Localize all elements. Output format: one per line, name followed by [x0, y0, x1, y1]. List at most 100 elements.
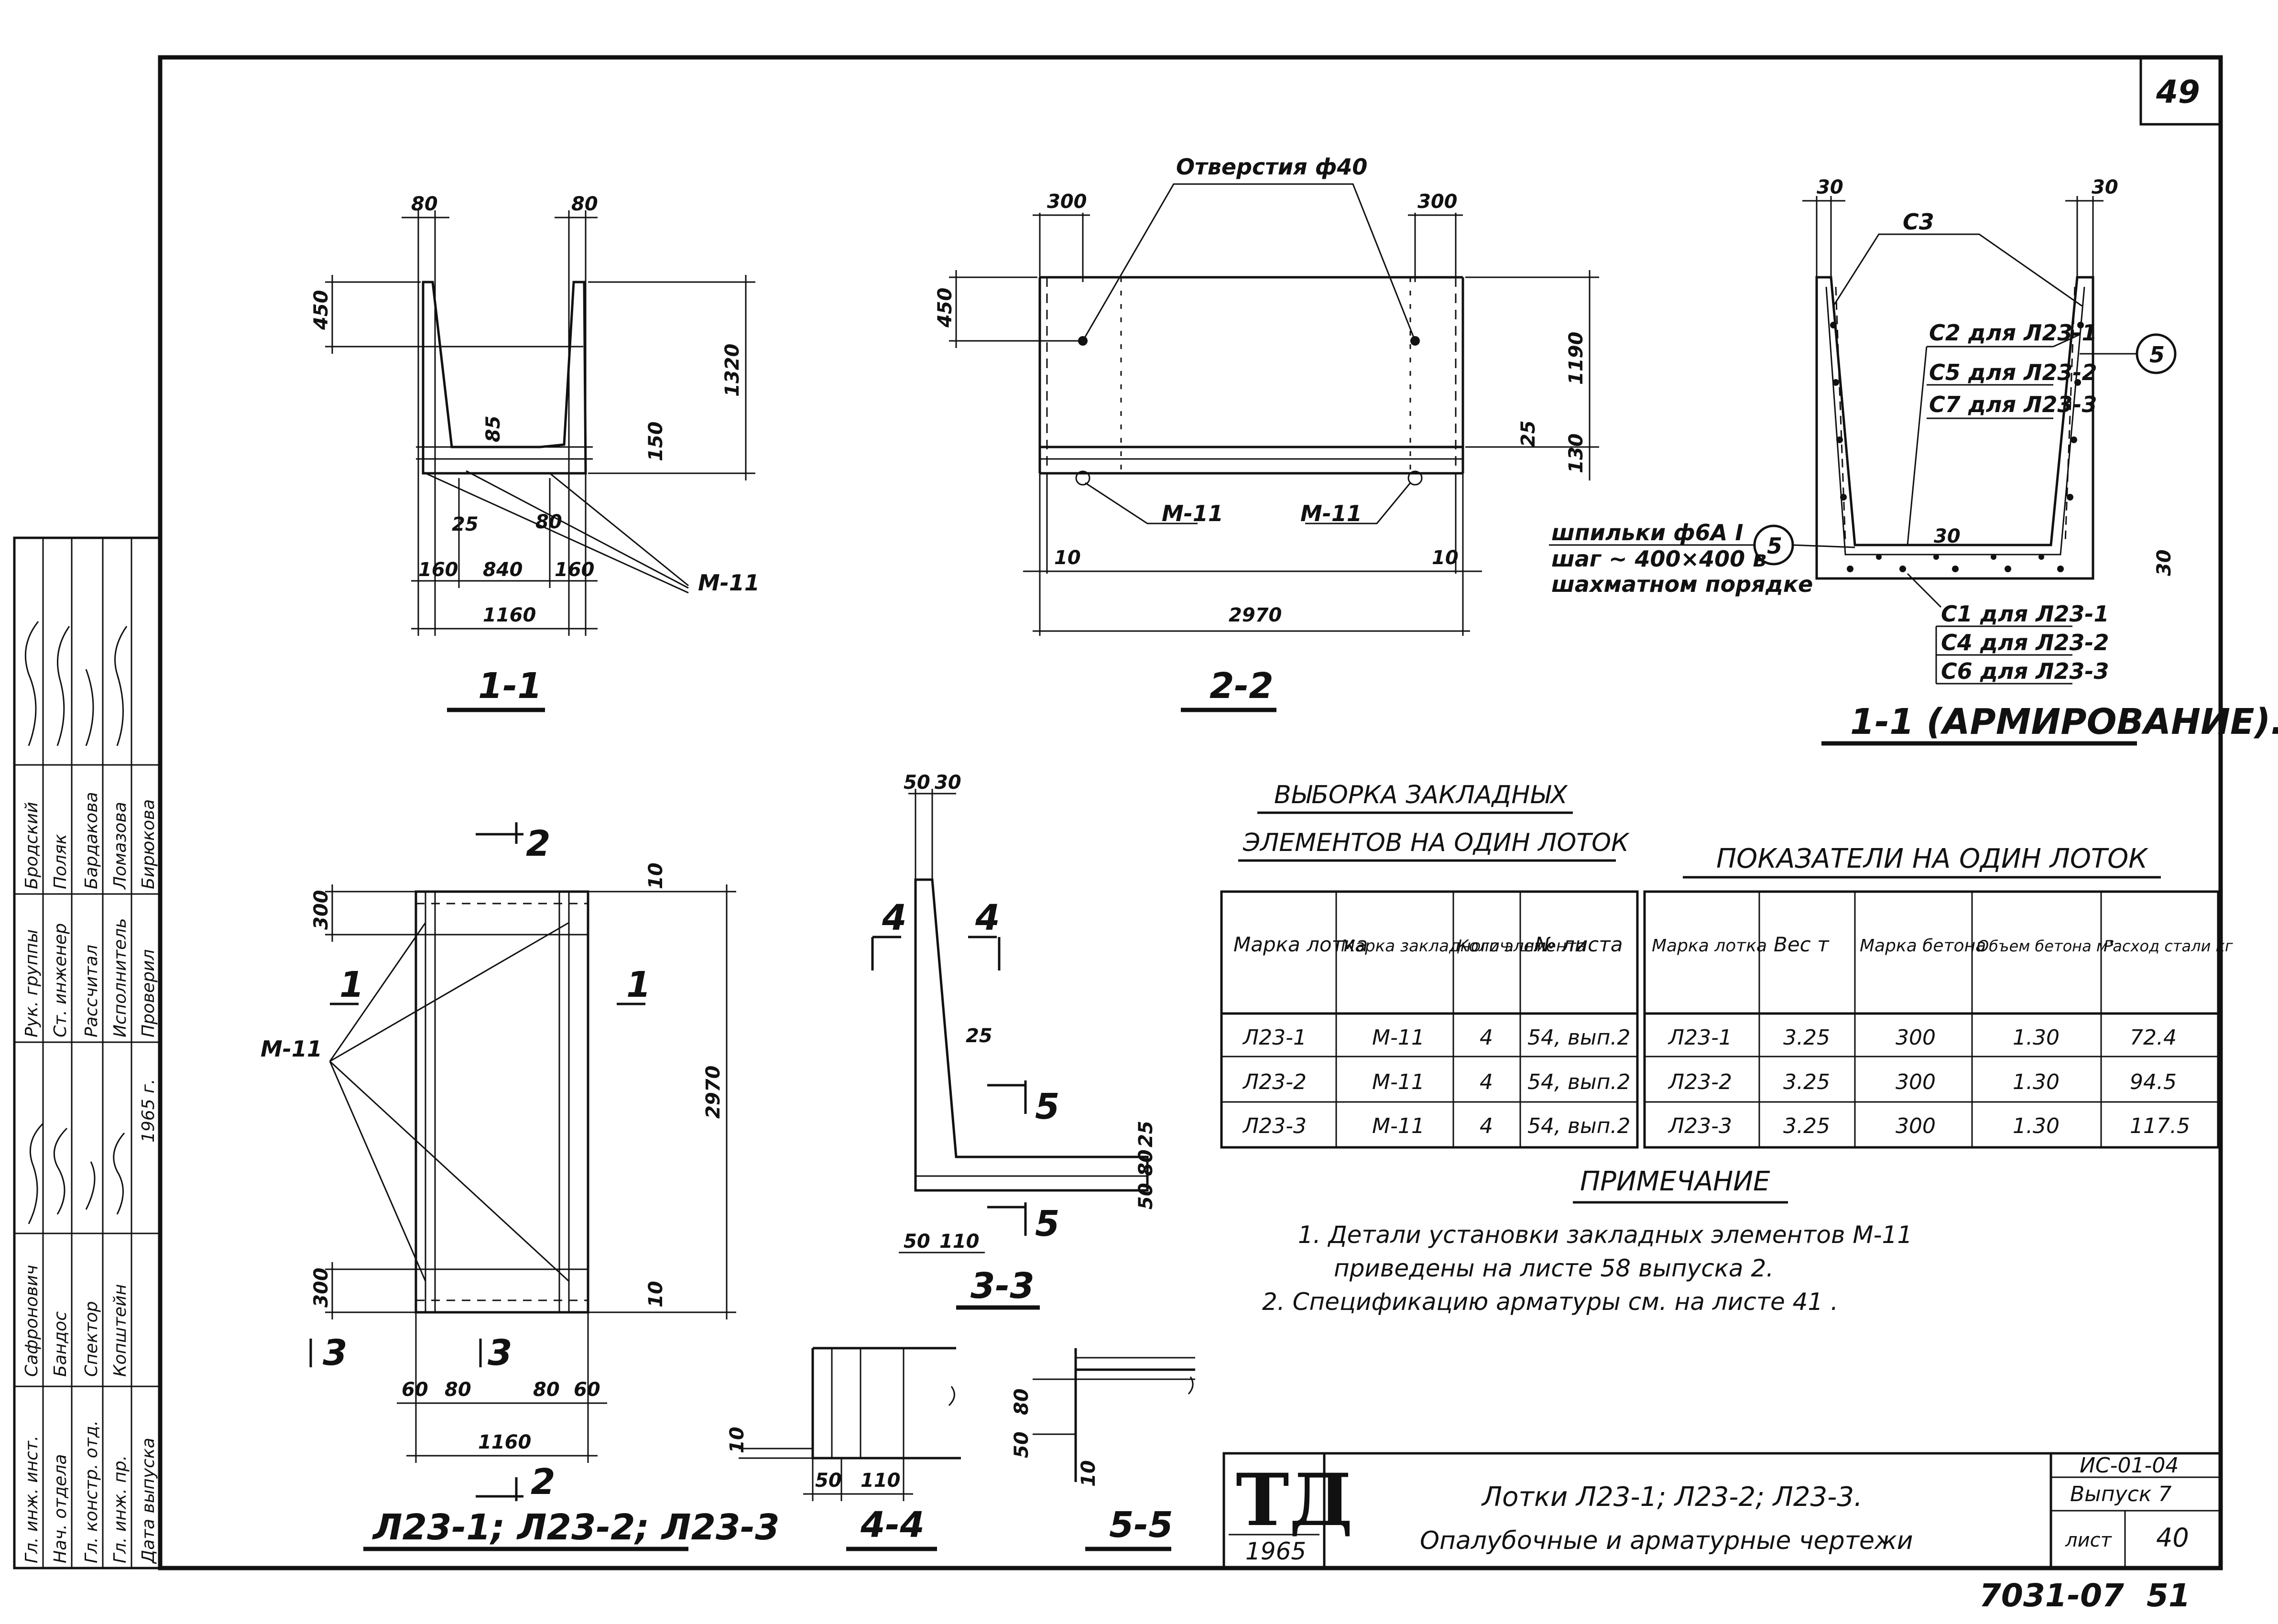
dim-s33-25: 25: [966, 1025, 992, 1047]
emb-r2-c2: 4: [1480, 1114, 1493, 1138]
footer-code: 7031-07: [1979, 1577, 2124, 1614]
s22-m11-left: М-11: [1162, 501, 1223, 526]
ind-r1-c2: 300: [1896, 1070, 1936, 1094]
dim-s22-2970: 2970: [1229, 604, 1282, 626]
ind-r2-c4: 117.5: [2130, 1114, 2190, 1138]
arm-pos5-left: 5: [1767, 533, 1782, 559]
indicators-table: ПОКАЗАТЕЛИ НА ОДИН ЛОТОК Марка лотка Вес…: [1643, 843, 2233, 1149]
logo: ТД: [1236, 1458, 1353, 1542]
emb-r1-c2: 4: [1480, 1070, 1493, 1094]
embedded-table: ВЫБОРКА ЗАКЛАДНЫХ ЭЛЕМЕНТОВ НА ОДИН ЛОТО…: [1220, 781, 1639, 1149]
dim-s55-80: 80: [1011, 1388, 1033, 1415]
arm-c3-label: С3: [1903, 209, 1934, 235]
arm-c1-label: С1 для Л23-1: [1941, 601, 2109, 627]
dim-s22-10l: 10: [1054, 547, 1081, 569]
emb-r2-c1: М-11: [1372, 1114, 1425, 1138]
stamp-role2-1: Рук. группы: [22, 929, 42, 1037]
stamp-name2-5: Бирюкова: [139, 799, 158, 889]
ind-title: ПОКАЗАТЕЛИ НА ОДИН ЛОТОК: [1716, 843, 2148, 874]
dim-s44-50: 50: [815, 1470, 842, 1492]
stamp-name-1: Сафронович: [22, 1265, 42, 1377]
dim-s33-80: 80: [1135, 1149, 1157, 1176]
page-number: 49: [2156, 74, 2200, 110]
ind-h-3: Объем бетона м³: [1977, 937, 2114, 955]
title-issue: Выпуск 7: [2070, 1482, 2171, 1506]
dim-s11-1160: 1160: [483, 604, 536, 626]
section-1-1: 80 80 450 1320 85 150 25 80 160 840 160 …: [310, 193, 760, 712]
s33-cut-4l: 4: [882, 897, 907, 938]
dim-s22-10r: 10: [1432, 547, 1459, 569]
stamp-role-5: Дата выпуска: [139, 1438, 158, 1564]
notes-line-1: 1. Детали установки закладных элементов …: [1298, 1221, 1912, 1249]
plan-cut-2-top: 2: [526, 823, 551, 864]
arm-c6-label: С6 для Л23-3: [1941, 658, 2109, 684]
dim-s22-300l: 300: [1047, 191, 1087, 213]
s44-title: 4-4: [860, 1504, 925, 1546]
title-line-1: Лотки Л23-1; Л23-2; Л23-3.: [1481, 1482, 1863, 1513]
dim-p-2970: 2970: [702, 1066, 724, 1119]
ind-h-0: Марка лотка: [1652, 936, 1767, 956]
dim-s11-top-right: 80: [571, 193, 598, 215]
s11-title: 1-1: [478, 665, 542, 707]
dim-s33-110: 110: [939, 1231, 980, 1253]
plan-view: М-11 2 2 1 1 3 3 2970 300 10 300 10 60 8…: [261, 822, 780, 1551]
plan-m11-label: М-11: [261, 1036, 322, 1062]
ind-r2-c1: 3.25: [1783, 1114, 1830, 1138]
plan-title: Л23-1; Л23-2; Л23-3: [372, 1507, 780, 1548]
dim-p-300t: 300: [310, 890, 332, 930]
emb-title-1: ВЫБОРКА ЗАКЛАДНЫХ: [1274, 781, 1568, 809]
arm-c4-label: С4 для Л23-2: [1941, 630, 2109, 655]
stamp-signatures: [28, 1123, 125, 1224]
dim-s11-85: 85: [482, 415, 504, 442]
plan-cut-3-mid: 3: [488, 1332, 512, 1373]
emb-r1-c3: 54, вып.2: [1527, 1070, 1630, 1094]
stamp-role2-5: Проверил: [139, 949, 158, 1037]
stamp-name2-3: Бардакова: [82, 792, 101, 889]
stamp-name2-1: Бродский: [22, 802, 42, 889]
title-line-2: Опалубочные и арматурные чертежи: [1420, 1526, 1913, 1555]
dim-s33-50c: 50: [904, 1231, 930, 1253]
emb-title-2: ЭЛЕМЕНТОВ НА ОДИН ЛОТОК: [1243, 828, 1630, 857]
stamp-role2-4: Исполнитель: [110, 918, 130, 1037]
footer-page: 51: [2147, 1577, 2191, 1614]
s55-title: 5-5: [1109, 1504, 1173, 1546]
dim-s44-110: 110: [861, 1470, 901, 1492]
s22-title: 2-2: [1210, 665, 1274, 707]
stamp-name-4: Копштейн: [110, 1284, 130, 1377]
dim-p-60r: 60: [574, 1379, 600, 1401]
dim-p-80l: 80: [445, 1379, 471, 1401]
plan-cut-2-bottom: 2: [531, 1461, 556, 1503]
stamp-name-3: Спектор: [82, 1301, 101, 1377]
s33-title: 3-3: [970, 1265, 1035, 1307]
dim-p-1160: 1160: [478, 1431, 531, 1453]
emb-r0-c3: 54, вып.2: [1527, 1025, 1630, 1050]
emb-r0-c2: 4: [1480, 1025, 1493, 1050]
dim-arm-30b: 30: [2153, 549, 2175, 576]
ind-r2-c0: Л23-3: [1668, 1114, 1732, 1138]
side-stamp: Гл. инж. инст. Нач. отдела Гл. констр. о…: [13, 536, 162, 1570]
section-4-4: 10 50 110 4-4: [726, 1347, 961, 1551]
stamp-role-1: Гл. инж. инст.: [22, 1436, 42, 1563]
emb-r1-c0: Л23-2: [1242, 1070, 1307, 1094]
emb-h-2: Колич. шт.: [1457, 937, 1549, 956]
dim-s11-150: 150: [645, 422, 667, 462]
s33-cut-5b: 5: [1035, 1203, 1060, 1244]
s22-m11-right: М-11: [1300, 501, 1362, 526]
dim-s11-160: 160: [418, 559, 458, 581]
dim-s33-50b: 50: [1135, 1183, 1157, 1210]
dim-s22-130: 130: [1565, 434, 1587, 474]
arm-pos5-right: 5: [2149, 342, 2165, 368]
dim-s11-160r: 160: [555, 559, 595, 581]
plan-cut-1-right: 1: [626, 964, 651, 1005]
dim-p-300b: 300: [310, 1268, 332, 1308]
dim-p-10t: 10: [645, 862, 667, 889]
dim-s11-1320: 1320: [721, 344, 743, 397]
title-sheet-no: 40: [2156, 1523, 2189, 1553]
ind-r1-c3: 1.30: [2013, 1070, 2060, 1094]
section-3-3: 50 30 4 4 5 5 25 25 80 50 50 110 3-3: [871, 772, 1157, 1310]
notes-line-3: 2. Спецификацию арматуры см. на листе 41…: [1262, 1288, 1838, 1316]
title-block: ТД 1965 Лотки Л23-1; Л23-2; Л23-3. Опалу…: [1222, 1452, 2222, 1570]
stamp-role2-3: Рассчитал: [82, 945, 101, 1037]
dim-s33-50: 50: [904, 772, 930, 794]
